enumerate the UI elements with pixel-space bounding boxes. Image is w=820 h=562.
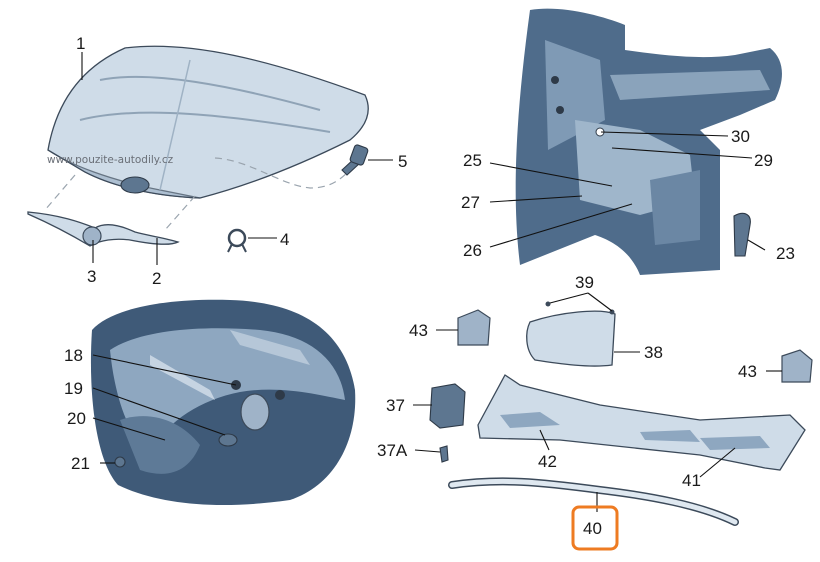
scuttle-panel-part [477, 374, 806, 471]
callout-43-left: 43 [409, 321, 428, 340]
callout-19: 19 [64, 379, 83, 398]
bonnet-part [47, 45, 369, 199]
bracket-part [429, 383, 466, 429]
bolt-part [341, 144, 369, 176]
callout-25: 25 [463, 151, 482, 170]
callout-26: 26 [463, 241, 482, 260]
seal-right-part [781, 349, 813, 383]
callout-2: 2 [152, 269, 161, 288]
screw-part [439, 445, 449, 463]
callout-37: 37 [386, 396, 405, 415]
callout-29: 29 [754, 151, 773, 170]
callout-20: 20 [67, 409, 86, 428]
callout-30: 30 [731, 127, 750, 146]
hood-trim-strip-part [27, 211, 180, 247]
callout-21: 21 [71, 454, 90, 473]
clip-part [227, 228, 247, 253]
callout-42: 42 [538, 452, 557, 471]
seal-left-part [457, 309, 491, 346]
callout-37a: 37A [377, 441, 408, 460]
firewall-pillar-detail [515, 8, 782, 275]
callout-27: 27 [461, 193, 480, 212]
callout-1: 1 [76, 34, 85, 53]
callout-5: 5 [398, 152, 407, 171]
watermark: www.pouzite-autodily.cz [47, 154, 174, 166]
callout-43-right: 43 [738, 362, 757, 381]
callout-4: 4 [280, 230, 289, 249]
highlight-box-40 [571, 505, 619, 551]
callout-18: 18 [64, 346, 83, 365]
callout-41: 41 [682, 471, 701, 490]
engine-bay-detail [90, 299, 356, 505]
cover-part [526, 310, 616, 367]
callout-3: 3 [87, 267, 96, 286]
callout-23: 23 [776, 244, 795, 263]
callout-40: 40 [583, 519, 602, 538]
leader-lines [81, 52, 782, 512]
callout-38: 38 [644, 343, 663, 362]
callout-39: 39 [575, 273, 594, 292]
